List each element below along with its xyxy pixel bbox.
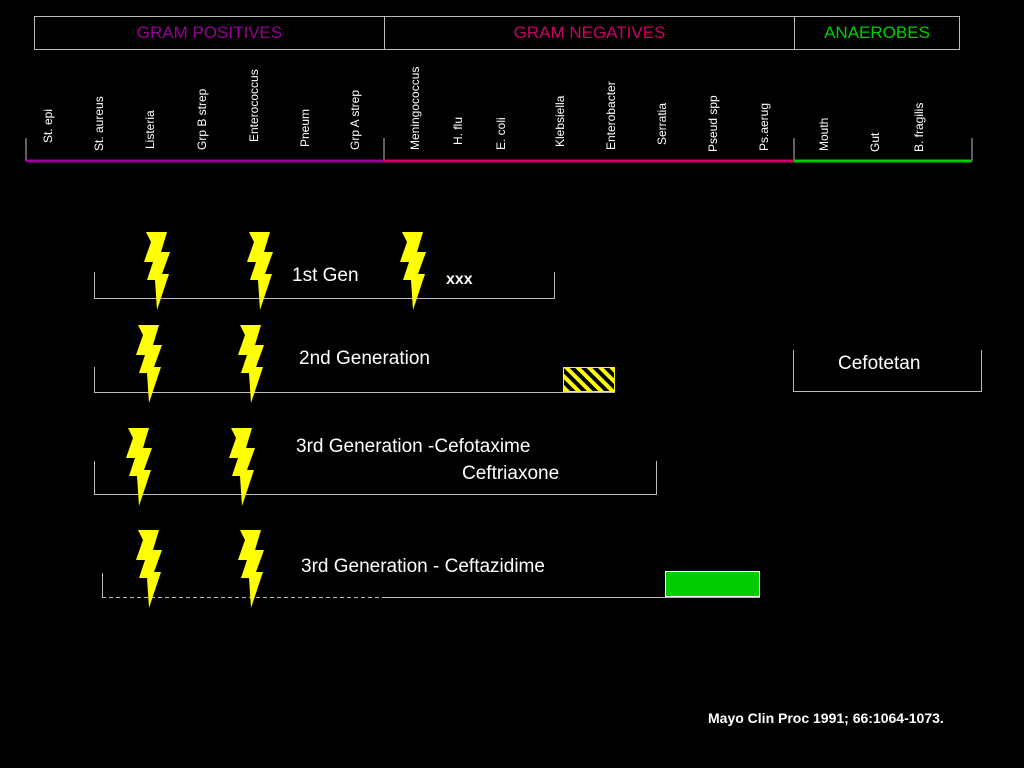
cefotetan-bracket (793, 350, 982, 392)
second-gen-spectrum-bracket (94, 367, 615, 393)
citation: Mayo Clin Proc 1991; 66:1064-1073. (708, 710, 944, 726)
third-gen-ceftazidime-label: 3rd Generation - Ceftazidime (301, 556, 545, 577)
lightning-bolt-icon (247, 232, 273, 310)
second-gen-partial-hatch (563, 367, 615, 392)
first-gen-note: xxx (446, 271, 473, 288)
lightning-bolt-icon (126, 428, 152, 506)
third-gen-ceftriaxone-label: Ceftriaxone (462, 463, 560, 484)
lightning-bolt-icon (400, 232, 426, 310)
cefotetan-label: Cefotetan (838, 353, 921, 374)
third-gen-ceftazidime-spectrum (102, 573, 760, 598)
first-gen-label: 1st Gen (292, 265, 359, 286)
lightning-bolt-icon (238, 325, 264, 403)
first-gen-spectrum-bracket (94, 272, 555, 299)
group-underlines (25, 138, 973, 163)
third-gen-cefotaxime-label: 3rd Generation -Cefotaxime (296, 436, 531, 457)
lightning-bolt-icon (238, 530, 264, 608)
ceftazidime-pseudomonas-coverage-block (665, 571, 760, 597)
lightning-bolt-icon (136, 530, 162, 608)
lightning-bolt-icon (144, 232, 170, 310)
lightning-bolt-icon (229, 428, 255, 506)
second-gen-label: 2nd Generation (299, 348, 430, 369)
third-gen-cefotaxime-bracket (94, 461, 657, 495)
lightning-bolt-icon (136, 325, 162, 403)
header-anaerobes: ANAEROBES (794, 16, 960, 50)
